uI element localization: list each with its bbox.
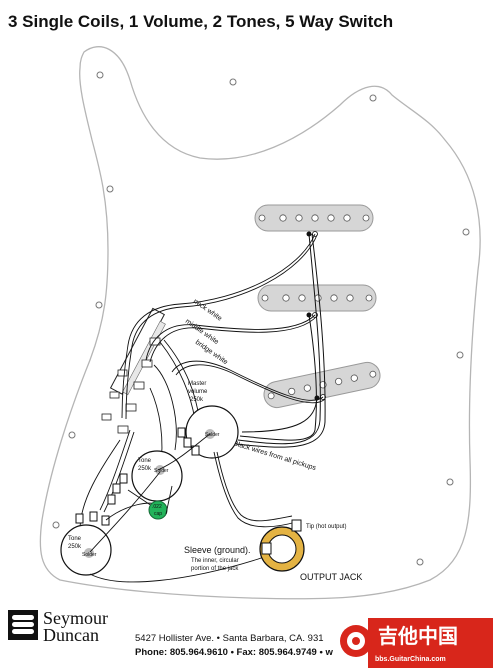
screw-hole — [462, 228, 470, 236]
bridge-pickup — [263, 361, 381, 409]
watermark-chinese: 吉他中国 — [378, 624, 458, 648]
tone2-solder-label: Solder — [82, 552, 97, 558]
tone-pot-2 — [60, 511, 112, 576]
screw-hole — [369, 94, 377, 102]
master-volume-label-1: Master — [188, 381, 206, 387]
master-volume-label-2: volume — [188, 389, 208, 395]
neck-pickup — [254, 204, 374, 237]
master-solder-label: Solder — [205, 432, 220, 438]
seymour-duncan-logo — [8, 610, 38, 640]
tone2-label-2: 250k — [68, 544, 82, 550]
footer-address: 5427 Hollister Ave. • Santa Barbara, CA.… — [135, 633, 324, 644]
screw-hole — [446, 478, 454, 486]
guitarchina-watermark — [340, 618, 493, 668]
master-volume-pot — [177, 405, 239, 459]
tone-capacitor — [127, 485, 173, 520]
pickup-black-wires — [235, 233, 326, 448]
cap-label-1: .022 — [152, 504, 162, 510]
brand-name-1: Seymour — [43, 608, 108, 628]
pickup-white-wires — [121, 233, 326, 420]
watermark-url: bbs.GuitarChina.com — [375, 656, 446, 663]
jack-tip-label: Tip (hot output) — [306, 524, 346, 530]
screw-hole — [52, 521, 60, 529]
jack-sleeve-label-1: Sleeve (ground). — [184, 545, 251, 555]
bridge-white-label: bridge white — [194, 339, 229, 366]
output-jack-label: OUTPUT JACK — [300, 572, 362, 582]
tone1-label-1: Tone — [138, 458, 152, 464]
jack-sleeve-label-3: portion of the jack — [191, 566, 239, 572]
screw-hole — [96, 71, 104, 79]
output-jack — [259, 519, 305, 572]
cap-label-2: cap — [154, 511, 162, 517]
tone1-solder-label: Solder — [154, 468, 169, 474]
screw-hole — [95, 301, 103, 309]
pickguard-outline — [39, 46, 481, 600]
screw-hole — [68, 431, 76, 439]
footer-phone: Phone: 805.964.9610 • Fax: 805.964.9749 … — [135, 647, 333, 658]
tone1-label-2: 250k — [138, 466, 152, 472]
brand-name-2: Duncan — [43, 625, 99, 645]
screw-hole — [106, 185, 114, 193]
tone2-label-1: Tone — [68, 536, 82, 542]
screw-hole — [416, 558, 424, 566]
screw-hole — [229, 78, 237, 86]
screw-hole — [456, 351, 464, 359]
jack-sleeve-label-2: The inner, circular — [191, 558, 239, 564]
diagram-title: 3 Single Coils, 1 Volume, 2 Tones, 5 Way… — [8, 12, 393, 31]
master-volume-label-3: 250k — [190, 397, 204, 403]
middle-pickup — [257, 284, 377, 318]
